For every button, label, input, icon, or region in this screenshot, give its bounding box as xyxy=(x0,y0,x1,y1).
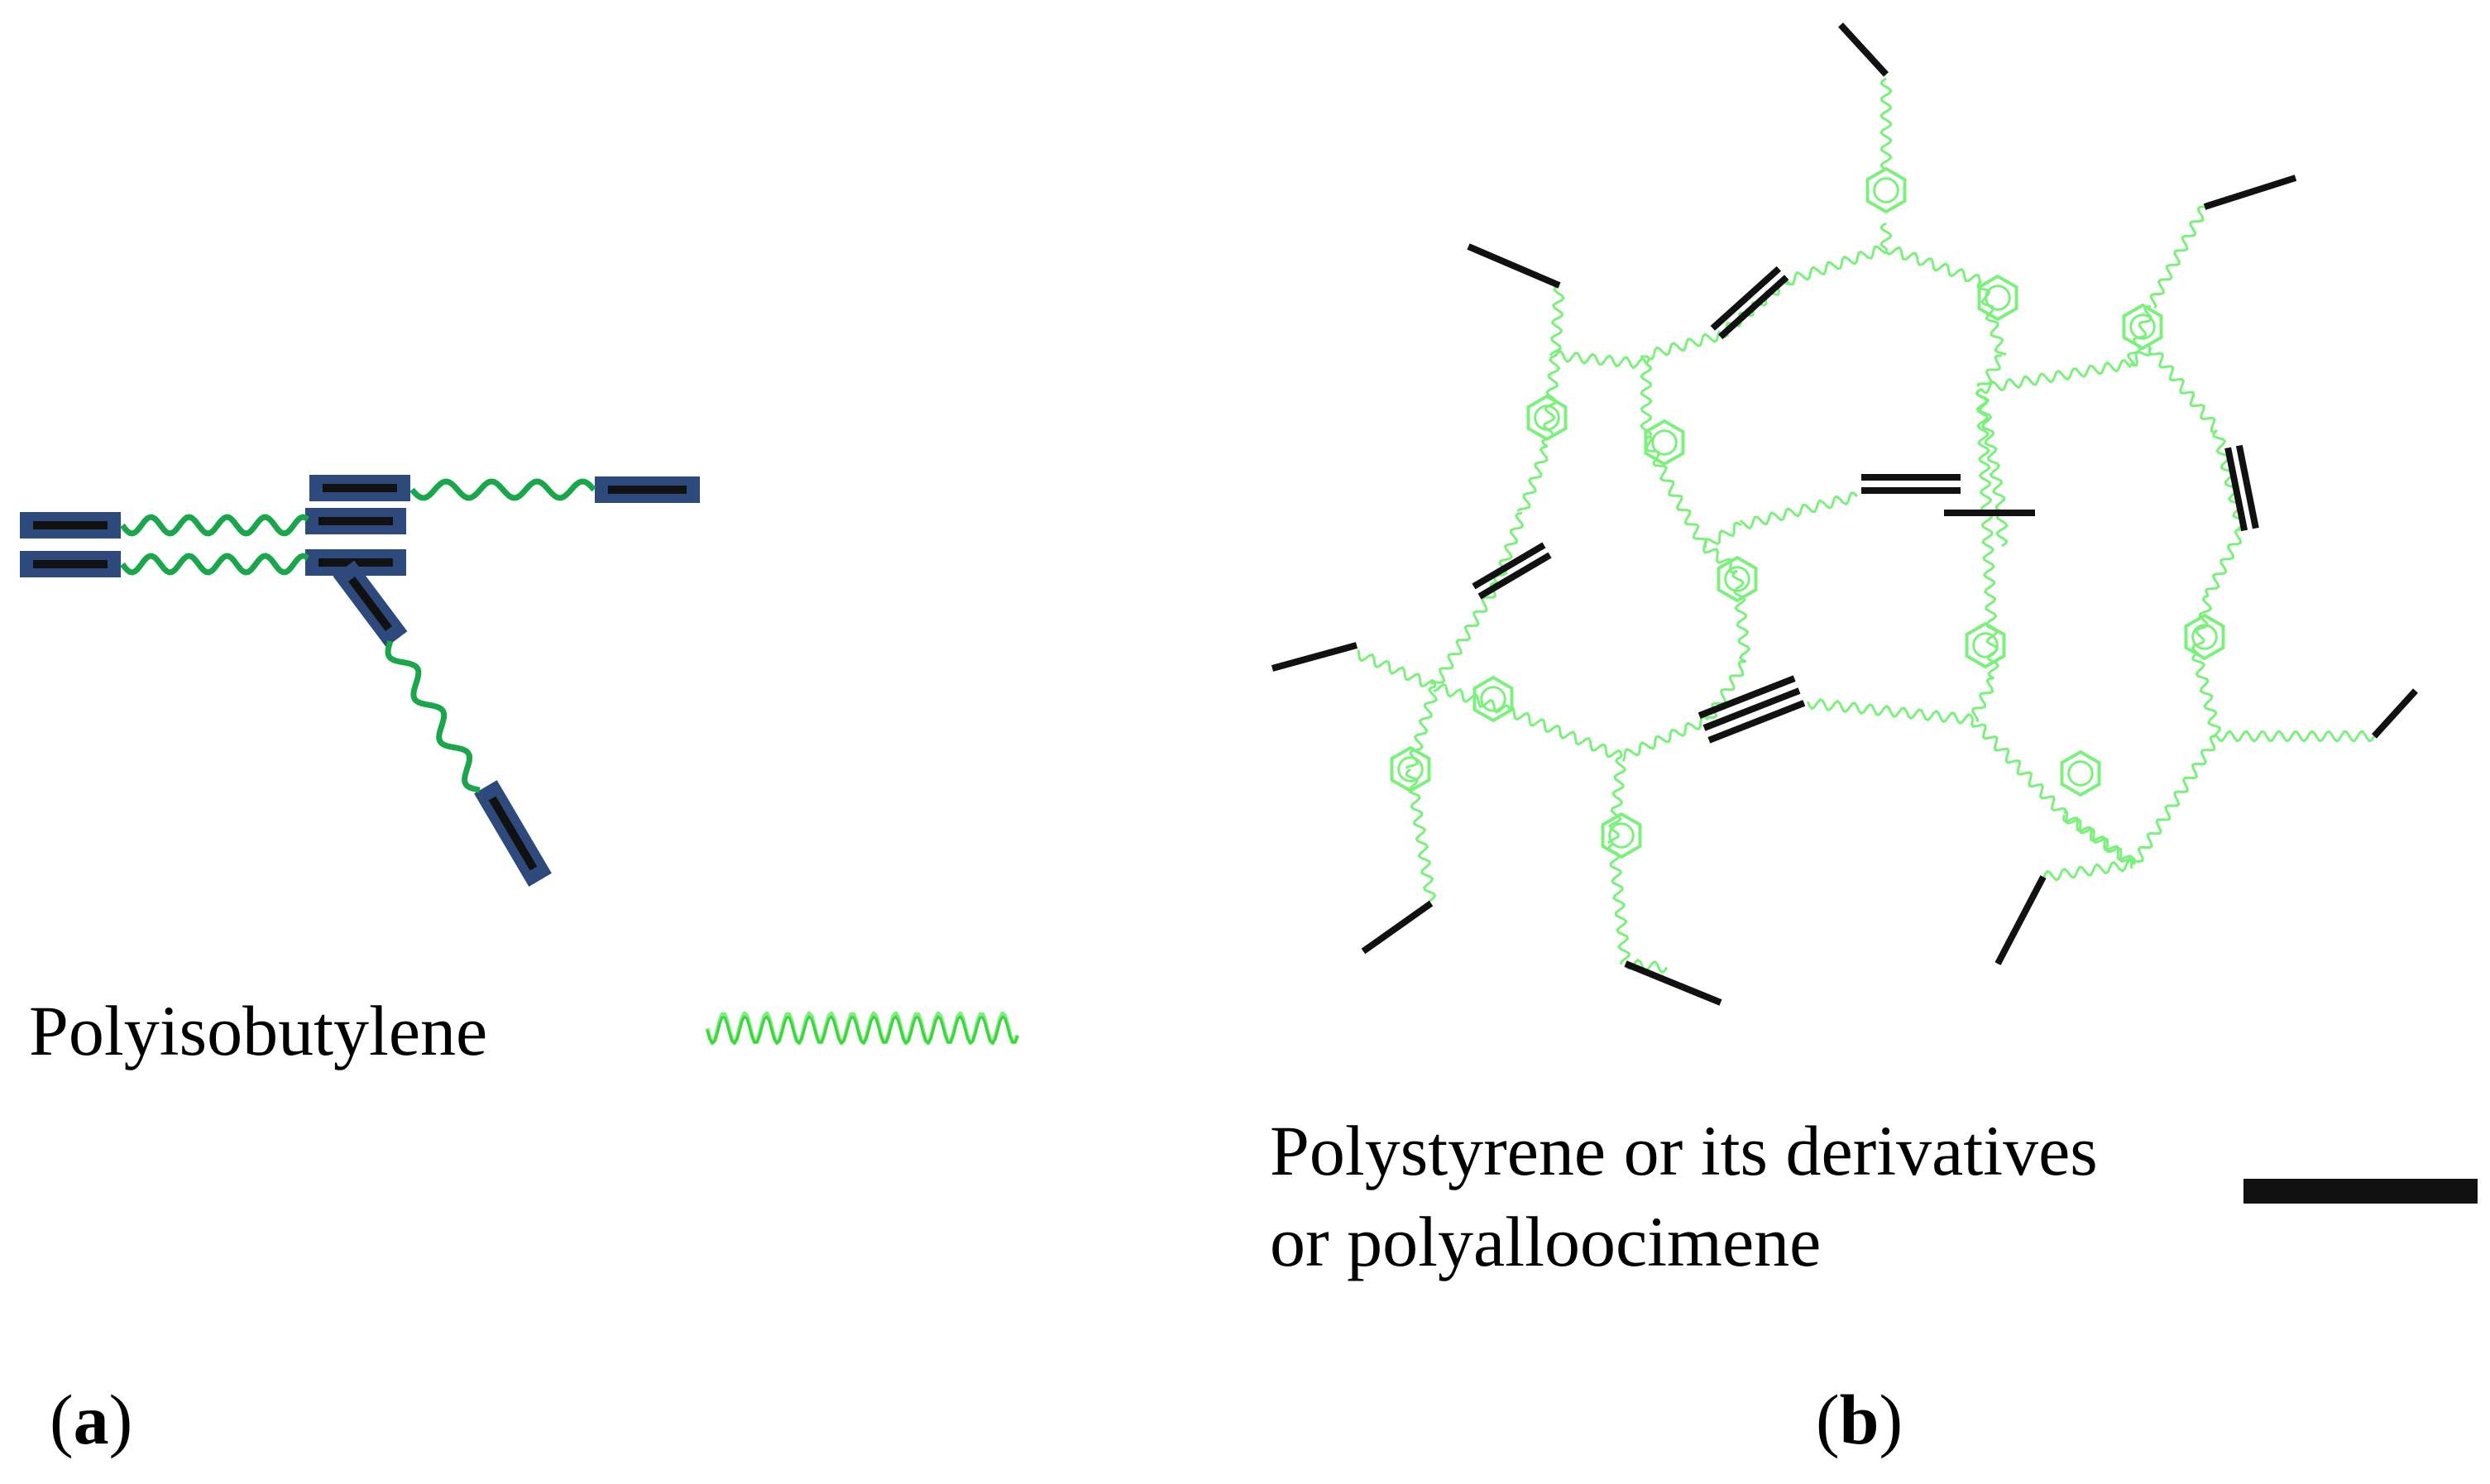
styrene-ring-2 xyxy=(1977,274,2018,322)
polyisobutylene-label: Polyisobutylene xyxy=(29,991,487,1070)
styrene-ring-11 xyxy=(1601,811,1642,859)
styrene-ring-8-inner xyxy=(2191,624,2218,650)
soft-chain-25 xyxy=(1739,491,1859,530)
styrene-ring-3 xyxy=(2122,303,2163,351)
soft-chain-15 xyxy=(2191,652,2221,739)
styrene-ring-10 xyxy=(1390,745,1431,793)
soft-chain-2 xyxy=(1879,222,1893,250)
hard-domain-upper-2 xyxy=(1718,275,1789,340)
soft-chain-45 xyxy=(1554,350,1648,370)
polystyrene-label-line2: or polyalloocimene xyxy=(1270,1202,1821,1281)
styrene-ring-12-inner xyxy=(2067,760,2094,787)
soft-chain-22 xyxy=(1806,698,1975,725)
styrene-ring-5 xyxy=(1644,419,1685,467)
polyisobutylene-legend-wave xyxy=(705,1011,1020,1046)
soft-chain-23 xyxy=(1975,387,2006,514)
panel-b-label: (b) xyxy=(1816,1380,1903,1459)
pib-chain-1 xyxy=(120,514,310,537)
soft-chain-37 xyxy=(1357,649,1437,688)
hard-domain-right-1 xyxy=(2235,444,2259,529)
soft-chain-16 xyxy=(2215,730,2376,743)
styrene-ring-9-inner xyxy=(1480,686,1506,712)
styrene-ring-8 xyxy=(2184,613,2225,661)
hard-domain-lower-2 xyxy=(1702,687,1801,731)
soft-chain-41 xyxy=(1607,842,1630,965)
styrene-ring-5-inner xyxy=(1651,429,1678,456)
soft-chain-3 xyxy=(1786,245,1889,286)
hard-segment-end-3 xyxy=(2203,175,2297,210)
soft-chain-4 xyxy=(1884,246,1982,285)
soft-chain-47 xyxy=(1516,445,1549,513)
soft-chain-52 xyxy=(2042,859,2136,882)
soft-chain-26 xyxy=(1703,521,1742,548)
soft-chain-9 xyxy=(2148,347,2216,433)
soft-chain-27 xyxy=(1668,486,1708,547)
soft-chain-50 xyxy=(1549,284,1565,357)
soft-chain-21 xyxy=(1970,719,2067,815)
pib-chain-right xyxy=(409,478,596,501)
soft-chain-5 xyxy=(1976,280,2007,357)
soft-chain-1 xyxy=(1879,77,1893,171)
styrene-ring-7 xyxy=(1965,621,2006,669)
pib-chain-2 xyxy=(120,553,310,576)
styrene-ring-10-inner xyxy=(1397,756,1424,783)
soft-chain-51 xyxy=(2062,814,2133,869)
soft-chain-34 xyxy=(1621,716,1709,762)
hard-domain-right-2 xyxy=(2224,447,2248,532)
hard-domain-lower-3 xyxy=(1707,700,1806,744)
hard-domain-lower-1 xyxy=(1698,675,1796,719)
hard-segment-end-4 xyxy=(1271,642,1358,672)
soft-chain-49 xyxy=(1430,582,1498,686)
hard-domain-upper-1 xyxy=(1710,266,1781,331)
hard-segment-end-5 xyxy=(2372,688,2418,739)
panel-b-network-diagram xyxy=(1271,22,2418,1006)
soft-chain-24 xyxy=(1995,511,2009,548)
hard-segment-end-2 xyxy=(1467,243,1561,289)
soft-chain-7 xyxy=(1980,359,2132,395)
panel-a-diagram xyxy=(20,475,700,887)
soft-chain-20 xyxy=(1971,677,1994,722)
hard-segment-end-6 xyxy=(1361,900,1434,955)
styrene-ring-11-inner xyxy=(1608,822,1635,849)
styrene-ring-4-inner xyxy=(1534,405,1560,431)
styrene-ring-2-inner xyxy=(1985,285,2011,311)
hard-segment-end-1 xyxy=(1838,22,1889,77)
soft-chain-17 xyxy=(2129,735,2218,864)
styrene-ring-3-inner xyxy=(2129,314,2156,340)
styrene-ring-12 xyxy=(2060,749,2101,797)
hard-domain-left-2 xyxy=(1477,552,1552,600)
styrene-ring-9 xyxy=(1472,675,1514,723)
hard-segment-end-7 xyxy=(1624,960,1722,1006)
soft-chain-29 xyxy=(1640,362,1653,440)
hard-segment-end-8 xyxy=(1994,875,2047,965)
styrene-ring-6-inner xyxy=(1724,566,1750,592)
styrene-ring-1-inner xyxy=(1873,177,1899,203)
soft-chain-11 xyxy=(2150,205,2205,309)
soft-chain-10 xyxy=(2212,428,2247,532)
soft-chain-6 xyxy=(1976,354,2002,387)
hard-segment-legend-bar xyxy=(2243,1179,2478,1204)
styrene-ring-4 xyxy=(1526,394,1568,442)
soft-chain-43 xyxy=(1645,330,1721,361)
soft-chain-32 xyxy=(1731,569,1750,663)
soft-chain-13 xyxy=(2205,528,2243,596)
pib-chain-down xyxy=(385,639,481,793)
soft-chain-38 xyxy=(1405,685,1438,769)
styrene-ring-7-inner xyxy=(1972,632,1999,658)
styrene-ring-1 xyxy=(1865,166,1907,214)
hard-domain-left-1 xyxy=(1472,542,1546,590)
styrene-ring-6 xyxy=(1717,555,1758,603)
arm-end-block-lower xyxy=(488,796,538,871)
arm-block-diag-upper xyxy=(348,577,392,631)
panel-a-label: (a) xyxy=(50,1380,132,1459)
pib-legend-wave-line-dark xyxy=(706,1015,1019,1045)
soft-chain-48 xyxy=(1493,511,1525,585)
soft-chain-35 xyxy=(1511,706,1623,759)
polystyrene-label-line1: Polystyrene or its derivatives xyxy=(1270,1111,2098,1190)
